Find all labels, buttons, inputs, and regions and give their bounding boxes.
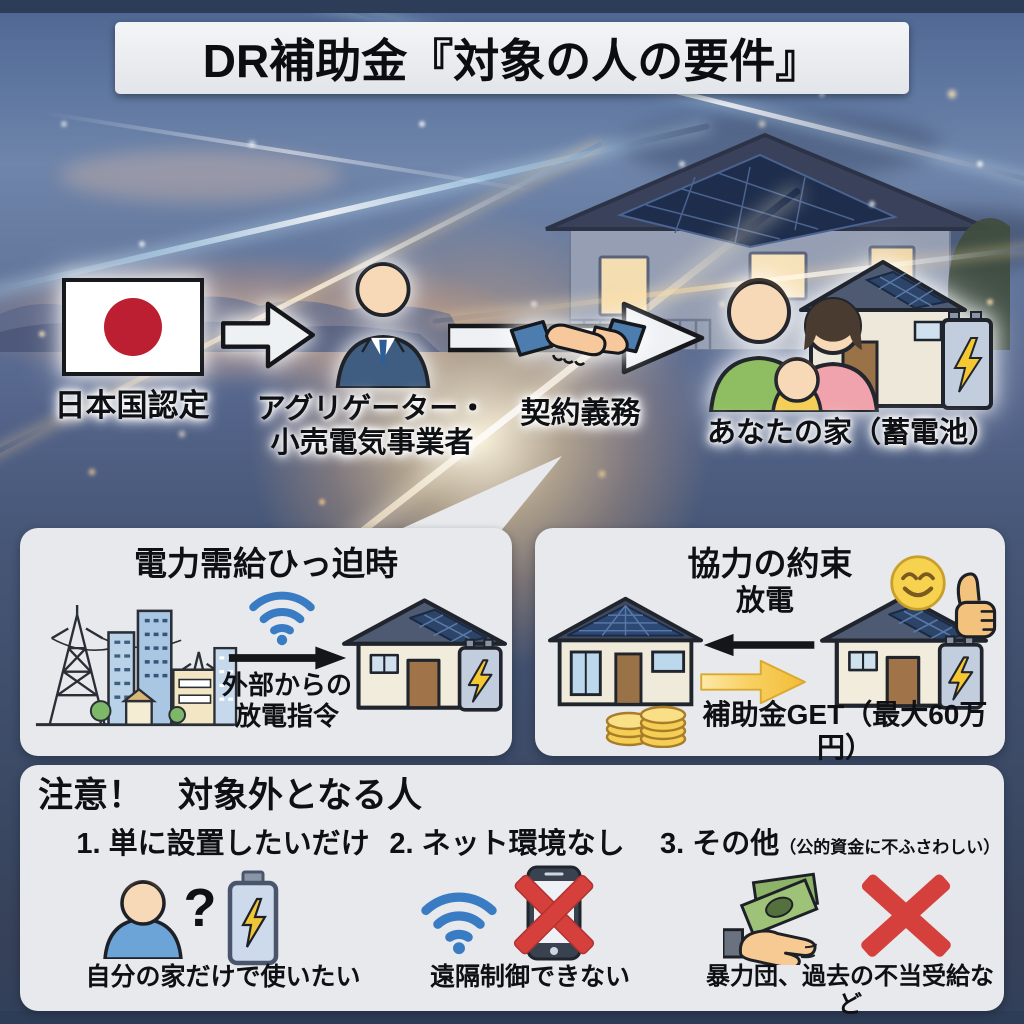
power-shortage-title: 電力需給ひっ迫時 [134,545,398,582]
coins-icon [605,705,687,748]
caution-title: 注意！ 対象外となる人 [38,776,422,815]
city-power-grid-icon [35,604,238,727]
top-border-bar [0,0,1024,13]
caution-item-1-heading: 1. 単に設置したいだけ [76,828,370,860]
phone-crossed-icon [513,865,595,961]
page-title: DR補助金『対象の人の要件』 [202,35,822,87]
wifi-icon [413,877,505,955]
flow-arrow-icon [220,301,316,369]
wifi-icon [242,578,322,646]
caution-item-1-caption: 自分の家だけで使いたい [85,963,361,991]
battery-icon [227,870,279,966]
solar-house-icon [548,596,703,707]
person-icon [103,880,183,959]
flow-step-your-home-label: あなたの家（蓄電池） [706,417,997,449]
title-banner: DR補助金『対象の人の要件』 [115,22,909,94]
flow-step-aggregator-label: アグリゲーター・ 小売電気事業者 [256,393,488,460]
flag-sun-disc [104,298,162,356]
caution-item-3-heading-main: 3. その他 [660,828,780,860]
flow-step-japan-label: 日本国認定 [54,388,210,423]
caution-item-2-caption: 遠隔制御できない [429,963,630,991]
cloud [60,150,340,202]
yellow-arrow-icon [700,659,806,705]
question-mark: ? [183,878,217,938]
japan-flag-icon [62,278,204,376]
power-shortage-panel: 電力需給ひっ迫時 外部 [20,528,512,756]
handshake-icon [509,318,647,366]
caution-item-3-heading-note: （公的資金に不ふさわしい） [779,838,1001,857]
business-person-icon [335,262,431,388]
thumbs-up-icon [954,572,997,639]
subsidy-reward-label: 補助金GET（最大60万円） [702,699,988,764]
cooperation-title: 協力の約束 [687,545,853,582]
discharge-command-arrow-icon [228,646,347,670]
caution-item-2-heading: 2. ネット環境なし [389,828,625,860]
discharge-label: 放電 [735,585,794,617]
discharge-command-label: 外部からの 放電指令 [221,670,352,731]
family-house-battery-icon [709,260,993,412]
discharge-arrow-left-icon [703,633,815,657]
flow-step-contract-label: 契約義務 [520,397,641,430]
caution-item-3-caption: 暴力団、過去の不当受給など [706,963,994,1019]
red-cross-icon [861,874,951,957]
caution-panel: 注意！ 対象外となる人 1. 単に設置したいだけ 2. ネット環境なし 3. そ… [20,765,1004,1018]
smiley-icon [890,555,946,611]
bottom-border-bar [0,1011,1024,1024]
speech-bubble-tail [394,456,562,532]
money-hand-icon [723,872,820,965]
cooperation-panel: 協力の約束 放電 [535,528,1005,763]
caution-item-3-heading: 3. その他（公的資金に不ふさわしい） [660,827,1000,861]
house-battery-icon [342,590,507,712]
